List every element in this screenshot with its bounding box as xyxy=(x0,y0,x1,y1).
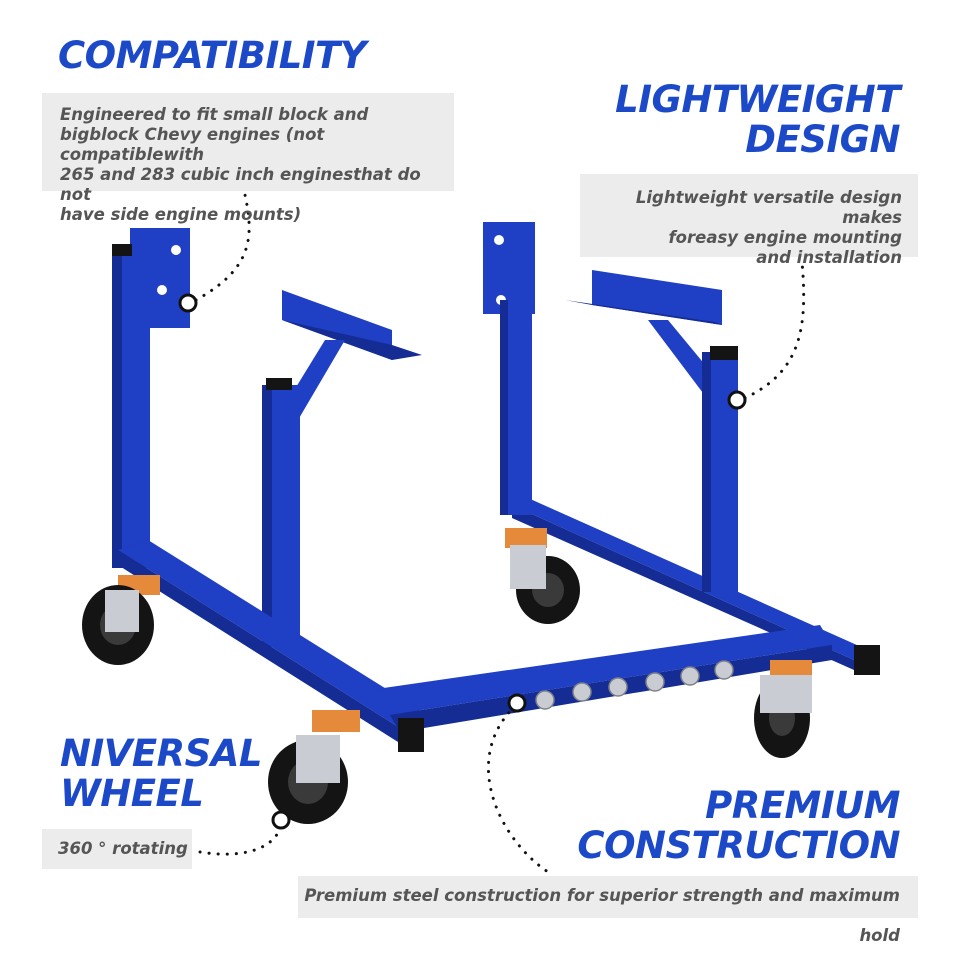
lightweight-line-3: and installation xyxy=(756,248,902,267)
lightweight-line-2: foreasy engine mounting xyxy=(668,228,902,247)
compatibility-line-4: have side engine mounts) xyxy=(60,205,302,224)
compatibility-line-1: Engineered to fit small block and xyxy=(60,105,369,124)
lightweight-description: Lightweight versatile design makes forea… xyxy=(580,174,918,267)
caster-front-left xyxy=(268,710,360,824)
premium-heading-line-1: PREMIUM xyxy=(705,784,900,827)
left-rear-post xyxy=(112,228,190,568)
premium-heading: PREMIUM CONSTRUCTION xyxy=(577,786,900,866)
callout-dots xyxy=(178,293,747,830)
adjustment-bolts xyxy=(535,660,734,710)
lightweight-line-1: Lightweight versatile design makes xyxy=(635,188,902,227)
caster-left xyxy=(82,575,160,665)
lightweight-heading: LIGHTWEIGHT DESIGN xyxy=(615,80,900,160)
lightweight-heading-line-2: DESIGN xyxy=(745,117,900,161)
right-front-post xyxy=(565,270,738,592)
lightweight-heading-line-1: LIGHTWEIGHT xyxy=(615,78,900,121)
compatibility-heading: COMPATIBILITY xyxy=(58,34,367,77)
compatibility-line-3: 265 and 283 cubic inch enginesthat do no… xyxy=(60,165,421,204)
wheel-description: 360 ° rotating xyxy=(42,829,192,869)
caster-front-right xyxy=(754,660,812,758)
wheel-heading-line-2: WHEEL xyxy=(60,771,204,815)
compatibility-description: Engineered to fit small block and bigblo… xyxy=(42,93,454,224)
frame-back xyxy=(512,498,880,675)
wheel-heading-line-1: NIVERSAL xyxy=(60,732,263,775)
caster-rear-right xyxy=(505,528,580,624)
premium-description: Premium steel construction for superior … xyxy=(298,876,918,945)
left-front-post xyxy=(262,290,422,647)
wheel-heading: NIVERSAL WHEEL xyxy=(60,732,263,815)
compatibility-line-2: bigblock Chevy engines (not compatiblewi… xyxy=(60,125,325,164)
right-rear-post xyxy=(483,222,535,515)
premium-heading-line-2: CONSTRUCTION xyxy=(577,823,900,867)
